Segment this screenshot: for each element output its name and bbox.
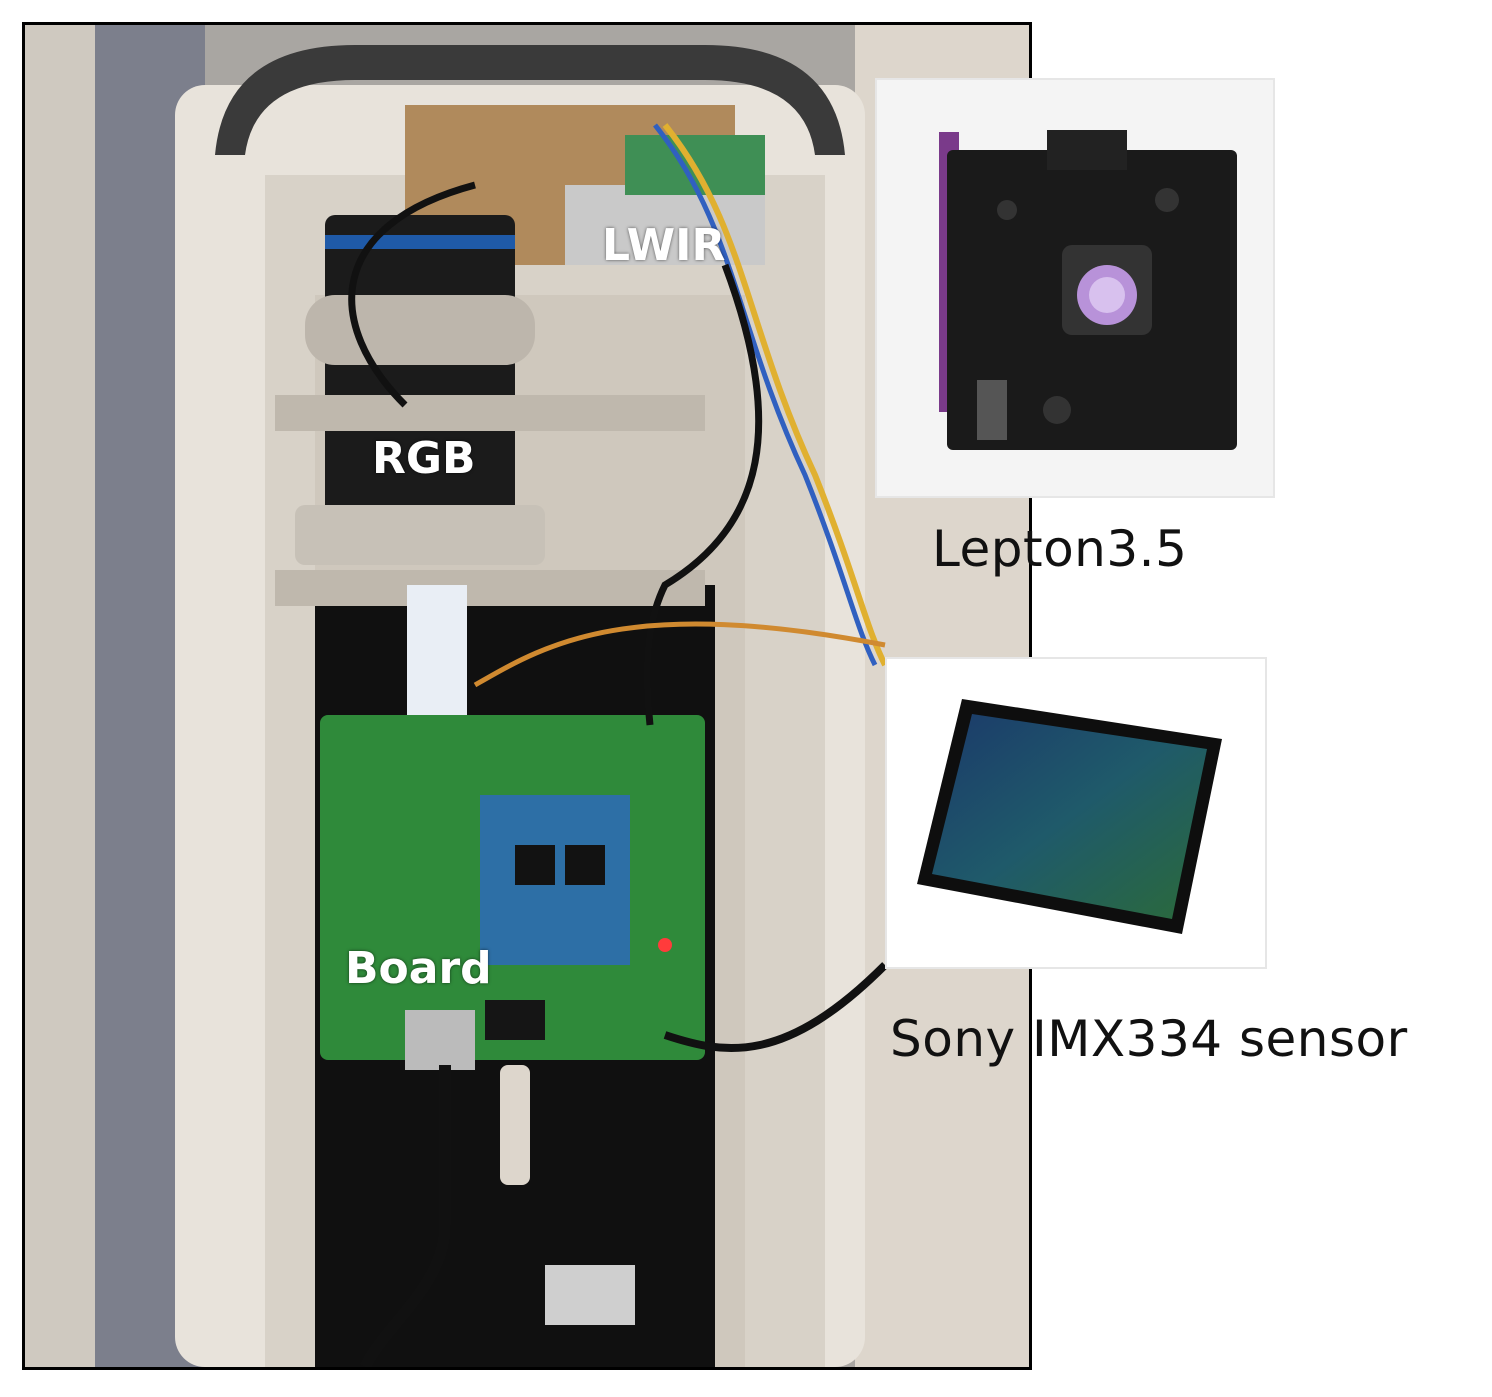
sony-sensor-inset-image (885, 657, 1267, 969)
lepton-module-illustration (877, 80, 1273, 496)
rgb-label: RGB (372, 433, 476, 484)
housing-illustration (25, 25, 1029, 1367)
sony-caption: Sony IMX334 sensor (890, 1010, 1408, 1068)
board-label: Board (345, 943, 492, 994)
camera-housing-photo: LWIR RGB Board (22, 22, 1032, 1370)
lepton-inset-image (875, 78, 1275, 498)
sony-sensor-illustration (887, 659, 1265, 967)
lepton-caption: Lepton3.5 (932, 520, 1188, 578)
lwir-label: LWIR (602, 220, 726, 271)
